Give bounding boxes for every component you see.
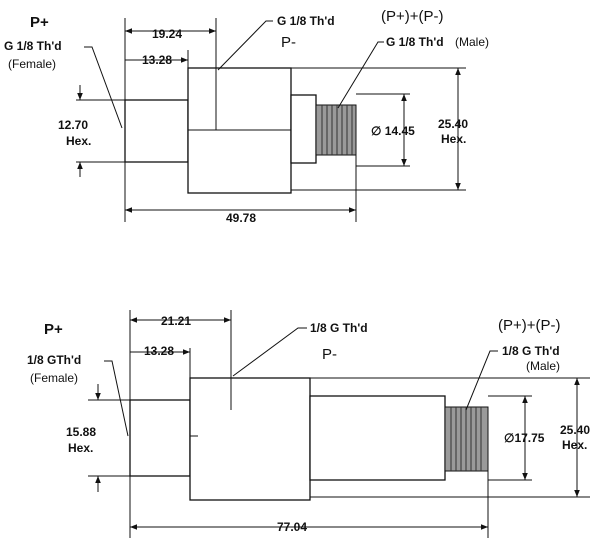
top-mid-port-label: G 1/8 Th'd [277, 14, 335, 28]
bottom-diameter: ∅17.75 [504, 431, 545, 445]
top-p-minus-label: P- [281, 34, 296, 51]
bottom-left-hex-body [129, 399, 191, 477]
top-mid-port-leader [217, 20, 273, 71]
bottom-drawing: P+ 1/8 GTh'd (Female) 21.21 13.28 1/8 G … [27, 310, 590, 538]
bottom-right-port-type: (Male) [526, 359, 560, 373]
top-thread [315, 104, 357, 156]
top-hex-left-unit: Hex. [66, 134, 91, 148]
bottom-hex-left-unit: Hex. [68, 441, 93, 455]
bottom-neck [309, 395, 446, 481]
bottom-right-port-leader [465, 350, 498, 411]
top-left-port-leader [84, 46, 123, 129]
bottom-combo-label: (P+)+(P-) [498, 317, 561, 334]
top-combo-label: (P+)+(P-) [381, 8, 444, 25]
top-hex-right-unit: Hex. [441, 132, 466, 146]
top-thread-lines [321, 105, 353, 155]
bottom-left-port-leader [104, 360, 129, 437]
top-p-plus-label: P+ [30, 14, 49, 31]
bottom-hex-left-value: 15.88 [66, 425, 96, 439]
top-hex-right-value: 25.40 [438, 117, 468, 131]
bottom-dim-21-21: 21.21 [161, 314, 191, 328]
top-right-port-type: (Male) [455, 35, 489, 49]
top-left-port-label: G 1/8 Th'd [4, 39, 62, 53]
top-right-port-leader [337, 41, 384, 109]
bottom-hex-right-value: 25.40 [560, 423, 590, 437]
top-drawing: P+ G 1/8 Th'd (Female) 19.24 13.28 G 1/8… [4, 8, 489, 225]
top-neck [290, 94, 317, 164]
bottom-dim-13-28: 13.28 [144, 344, 174, 358]
top-left-hex-body [124, 99, 189, 163]
top-left-port-type: (Female) [8, 57, 56, 71]
bottom-right-port-label: 1/8 G Th'd [502, 344, 560, 358]
top-right-port-label: G 1/8 Th'd [386, 35, 444, 49]
bottom-mid-port-leader [232, 327, 307, 377]
top-dim-19-24: 19.24 [152, 27, 182, 41]
bottom-mid-port-label: 1/8 G Th'd [310, 321, 368, 335]
bottom-left-port-label: 1/8 GTh'd [27, 353, 81, 367]
top-diameter: ∅ 14.45 [371, 124, 415, 138]
bottom-hex-right-unit: Hex. [562, 438, 587, 452]
bottom-main-body [189, 377, 311, 501]
bottom-p-plus-label: P+ [44, 321, 63, 338]
top-length: 49.78 [226, 211, 256, 225]
bottom-thread-lines [450, 407, 482, 471]
bottom-p-minus-label: P- [322, 346, 337, 363]
top-hex-left-value: 12.70 [58, 118, 88, 132]
bottom-left-port-type: (Female) [30, 371, 78, 385]
